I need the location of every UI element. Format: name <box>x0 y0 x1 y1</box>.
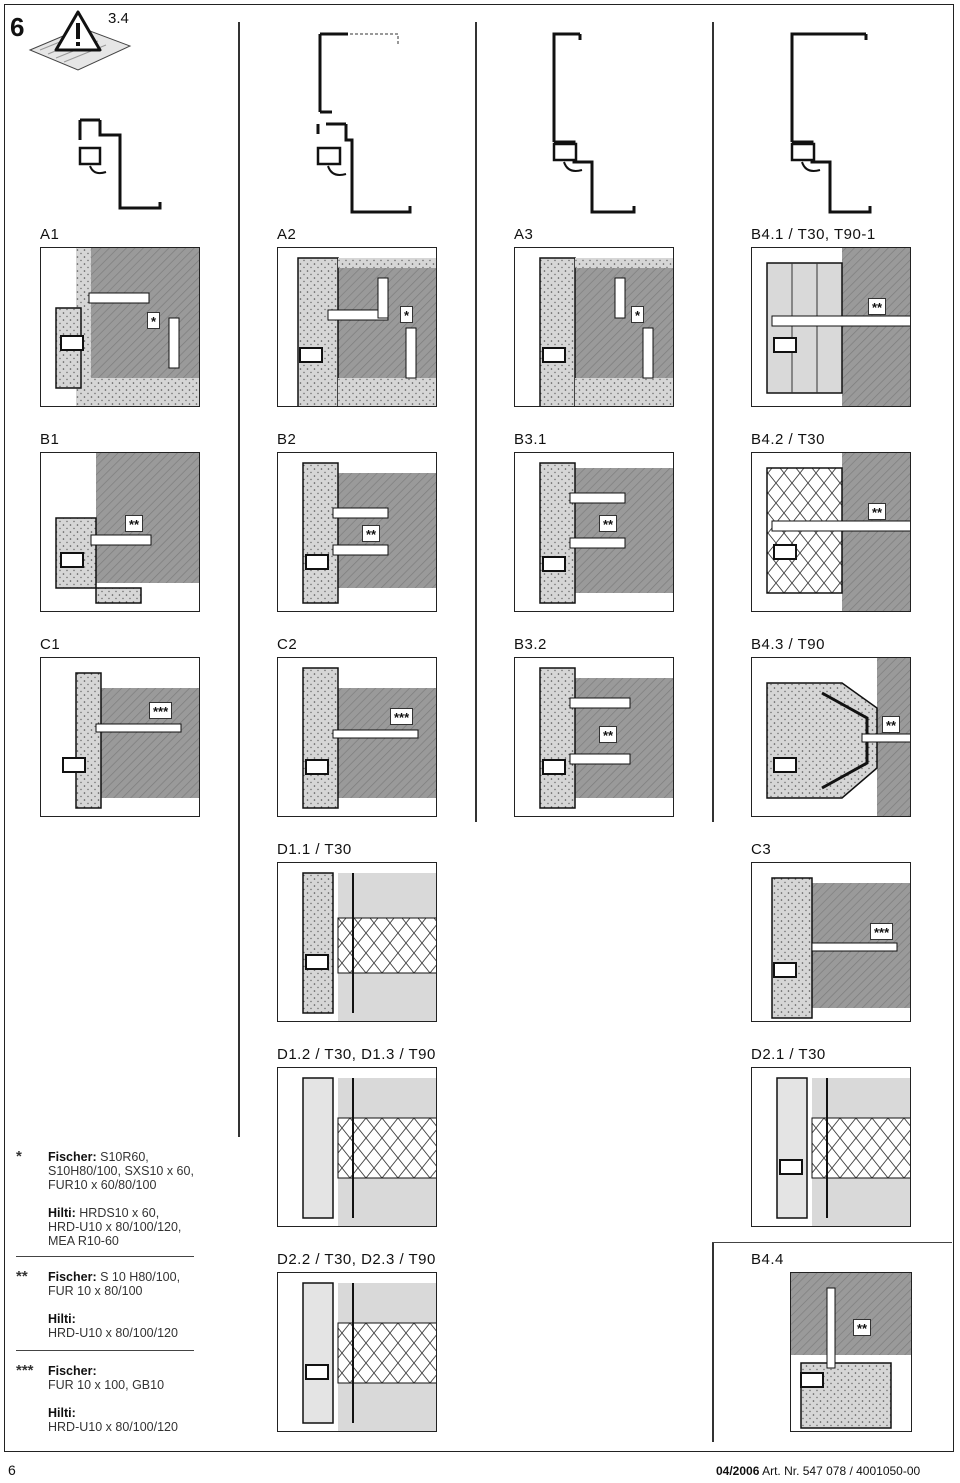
warning-manual-icon <box>28 10 132 71</box>
legend-divider <box>16 1256 194 1257</box>
marker-2: ** <box>125 515 144 532</box>
detail-b32: ** <box>514 657 674 817</box>
footer-date: 04/2006 <box>716 1464 760 1478</box>
label-d22: D2.2 / T30, D2.3 / T90 <box>277 1251 436 1268</box>
marker-2: ** <box>868 298 887 315</box>
legend-divider <box>16 1350 194 1351</box>
footer-info: 04/2006 Art. Nr. 547 078 / 4001050-00 <box>716 1464 920 1478</box>
legend-mark-3: *** <box>16 1362 34 1379</box>
marker-3: *** <box>149 702 173 719</box>
label-b42: B4.2 / T30 <box>751 431 825 448</box>
marker-1: * <box>400 306 414 323</box>
divider <box>712 1242 952 1243</box>
detail-d21 <box>751 1067 911 1227</box>
legend-group-1: Fischer: S10R60, S10H80/100, SXS10 x 60,… <box>48 1150 194 1248</box>
legend-text: FUR 10 x 80/100 <box>48 1284 143 1298</box>
legend-text: S10R60, <box>100 1150 149 1164</box>
column-divider <box>238 22 240 1137</box>
detail-c1: *** <box>40 657 200 817</box>
legend-text: MEA R10-60 <box>48 1234 119 1248</box>
marker-3: *** <box>390 708 414 725</box>
legend-mark-2: ** <box>16 1268 28 1285</box>
label-a2: A2 <box>277 226 297 243</box>
legend-text: S10H80/100, SXS10 x 60, <box>48 1164 194 1178</box>
detail-a1: * <box>40 247 200 407</box>
frame-profile-a2 <box>316 32 412 214</box>
marker-2: ** <box>599 726 618 743</box>
column-divider <box>712 1242 714 1442</box>
label-c3: C3 <box>751 841 772 858</box>
legend-hilti-label: Hilti: <box>48 1206 76 1220</box>
marker-1: * <box>147 312 161 329</box>
legend-mark-1: * <box>16 1148 22 1165</box>
label-b32: B3.2 <box>514 636 547 653</box>
legend-text: FUR 10 x 100, GB10 <box>48 1378 165 1392</box>
page-number: 6 <box>8 1462 16 1478</box>
label-a1: A1 <box>40 226 60 243</box>
detail-d11 <box>277 862 437 1022</box>
label-a3: A3 <box>514 226 534 243</box>
detail-a3: * <box>514 247 674 407</box>
frame-profile-a3 <box>552 32 636 214</box>
label-d21: D2.1 / T30 <box>751 1046 826 1063</box>
detail-b43: ** <box>751 657 911 817</box>
legend-group-2: Fischer: S 10 H80/100, FUR 10 x 80/100 H… <box>48 1270 180 1340</box>
detail-a2: * <box>277 247 437 407</box>
legend-hilti-label: Hilti: <box>48 1312 76 1326</box>
detail-d12 <box>277 1067 437 1227</box>
label-d11: D1.1 / T30 <box>277 841 352 858</box>
marker-2: ** <box>362 525 381 542</box>
marker-2: ** <box>599 515 618 532</box>
legend-fischer-label: Fischer: <box>48 1150 97 1164</box>
detail-b2: ** <box>277 452 437 612</box>
label-c2: C2 <box>277 636 298 653</box>
detail-b31: ** <box>514 452 674 612</box>
legend-text: HRDS10 x 60, <box>79 1206 160 1220</box>
legend-text: HRD-U10 x 80/100/120 <box>48 1420 178 1434</box>
detail-c3: *** <box>751 862 911 1022</box>
label-b43: B4.3 / T90 <box>751 636 825 653</box>
detail-b44: ** <box>790 1272 912 1432</box>
label-b44: B4.4 <box>751 1251 784 1268</box>
marker-1: * <box>631 306 645 323</box>
label-b1: B1 <box>40 431 60 448</box>
marker-2: ** <box>882 716 901 733</box>
page-frame <box>4 4 954 1452</box>
detail-c2: *** <box>277 657 437 817</box>
footer-article-number: 547 078 / 4001050-00 <box>802 1464 921 1478</box>
label-b2: B2 <box>277 431 297 448</box>
column-divider <box>475 22 477 822</box>
frame-profile-b41 <box>790 32 872 214</box>
detail-d22 <box>277 1272 437 1432</box>
legend-text: FUR10 x 60/80/100 <box>48 1178 157 1192</box>
legend-text: HRD-U10 x 80/100/120 <box>48 1326 178 1340</box>
legend-fischer-label: Fischer: <box>48 1270 97 1284</box>
section-number: 6 <box>10 12 25 42</box>
legend-text: HRD-U10 x 80/100/120, <box>48 1220 182 1234</box>
warning-reference: 3.4 <box>108 10 129 27</box>
label-d12: D1.2 / T30, D1.3 / T90 <box>277 1046 436 1063</box>
marker-3: *** <box>870 923 894 940</box>
label-b41: B4.1 / T30, T90-1 <box>751 226 876 243</box>
legend-hilti-label: Hilti: <box>48 1406 76 1420</box>
label-c1: C1 <box>40 636 61 653</box>
legend-fischer-label: Fischer: <box>48 1364 97 1378</box>
footer-article-label: Art. Nr. <box>762 1464 800 1478</box>
marker-2: ** <box>868 503 887 520</box>
column-divider <box>712 22 714 822</box>
detail-b42: ** <box>751 452 911 612</box>
marker-2: ** <box>853 1319 872 1336</box>
frame-profile-a1 <box>78 118 162 210</box>
legend-group-3: Fischer: FUR 10 x 100, GB10 Hilti: HRD-U… <box>48 1364 178 1434</box>
legend-text: S 10 H80/100, <box>100 1270 181 1284</box>
detail-b1: ** <box>40 452 200 612</box>
label-b31: B3.1 <box>514 431 547 448</box>
detail-b41: ** <box>751 247 911 407</box>
